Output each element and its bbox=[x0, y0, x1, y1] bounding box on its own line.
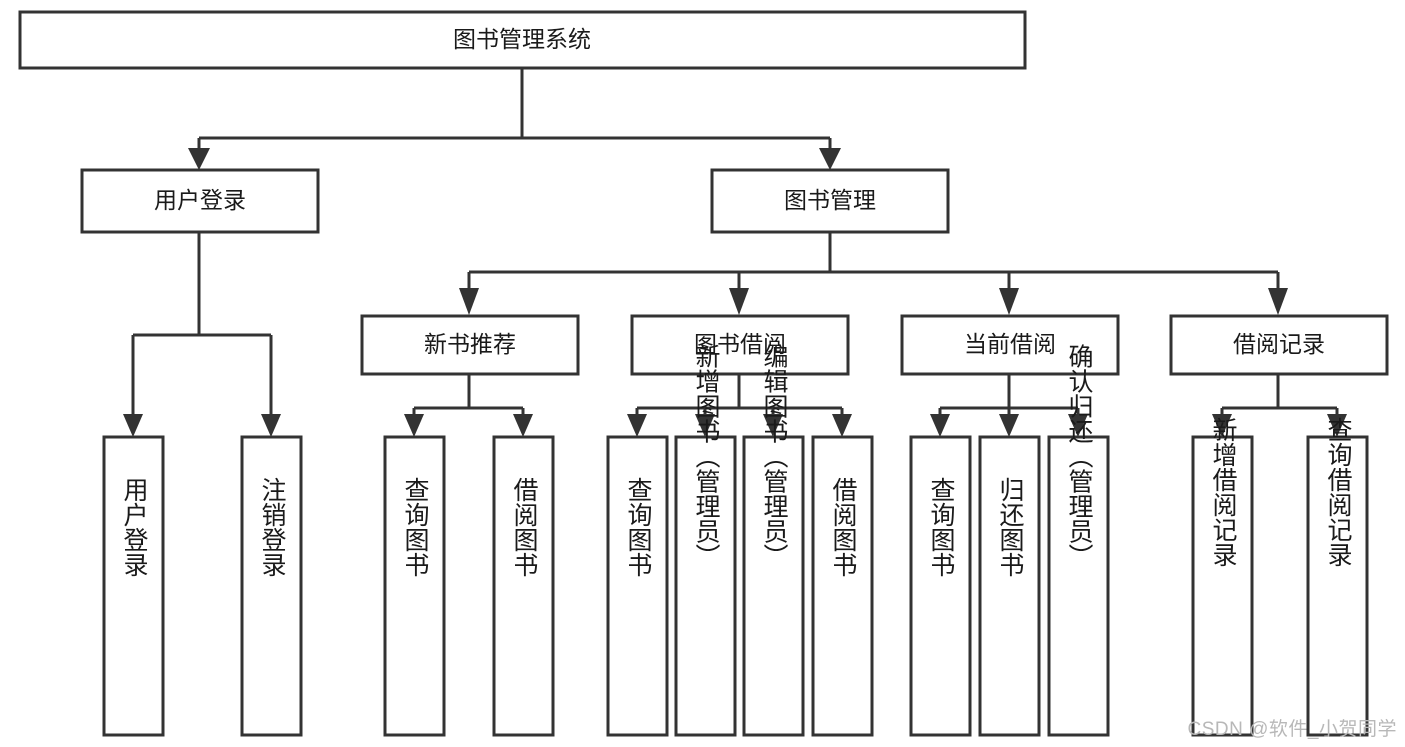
node-book-manage-label: 图书管理 bbox=[784, 187, 876, 213]
arrow-to-leaf-query-book-3 bbox=[930, 414, 950, 437]
node-new-book-rec[interactable]: 新书推荐 bbox=[360, 314, 580, 376]
arrow-to-book-borrow bbox=[729, 288, 749, 315]
node-book-borrow-label: 图书借阅 bbox=[694, 331, 786, 357]
node-book-manage-box[interactable] bbox=[710, 168, 950, 234]
node-leaf-query-book-1-label: 查询图书 bbox=[401, 477, 430, 577]
node-leaf-query-record[interactable]: 查询借阅记录 bbox=[1306, 417, 1369, 737]
arrow-to-leaf-add-book bbox=[695, 414, 715, 437]
node-leaf-query-record-label: 查询借阅记录 bbox=[1324, 417, 1353, 567]
node-book-manage[interactable]: 图书管理 bbox=[710, 168, 950, 234]
arrow-to-leaf-user-login bbox=[123, 414, 143, 437]
node-leaf-add-record-box[interactable] bbox=[1191, 435, 1254, 737]
node-current-borrow-label: 当前借阅 bbox=[964, 331, 1056, 357]
node-leaf-query-book-3[interactable]: 查询图书 bbox=[909, 435, 972, 737]
node-new-book-rec-box[interactable] bbox=[360, 314, 580, 376]
node-current-borrow[interactable]: 当前借阅 bbox=[900, 314, 1120, 376]
node-leaf-return-book[interactable]: 归还图书 bbox=[978, 435, 1041, 737]
node-leaf-query-book-2-label: 查询图书 bbox=[624, 477, 653, 577]
arrow-to-borrow-record bbox=[1268, 288, 1288, 315]
node-leaf-query-book-3-label: 查询图书 bbox=[927, 477, 956, 577]
node-new-book-rec-label: 新书推荐 bbox=[424, 331, 516, 357]
arrow-to-leaf-query-record bbox=[1327, 414, 1347, 437]
node-borrow-record-box[interactable] bbox=[1169, 314, 1389, 376]
node-leaf-borrow-book-2-label: 借阅图书 bbox=[829, 477, 858, 577]
node-leaf-add-book-box[interactable] bbox=[674, 435, 737, 737]
edges-layer bbox=[123, 68, 1347, 437]
node-root[interactable]: 图书管理系统 bbox=[18, 10, 1027, 70]
arrow-to-leaf-logout-login bbox=[261, 414, 281, 437]
node-leaf-return-book-label: 归还图书 bbox=[996, 477, 1025, 577]
node-leaf-query-record-box[interactable] bbox=[1306, 435, 1369, 737]
arrow-to-book-manage bbox=[819, 148, 841, 170]
node-leaf-logout-login-label: 注销登录 bbox=[258, 477, 287, 577]
node-root-label: 图书管理系统 bbox=[453, 26, 591, 52]
arrow-to-leaf-query-book-1 bbox=[404, 414, 424, 437]
node-borrow-record-label: 借阅记录 bbox=[1233, 331, 1325, 357]
arrow-to-current-borrow bbox=[999, 288, 1019, 315]
node-leaf-query-book-2-box[interactable] bbox=[606, 435, 669, 737]
node-root-box[interactable] bbox=[18, 10, 1027, 70]
arrow-to-leaf-query-book-2 bbox=[627, 414, 647, 437]
node-borrow-record[interactable]: 借阅记录 bbox=[1169, 314, 1389, 376]
node-leaf-query-book-1-box[interactable] bbox=[383, 435, 446, 737]
node-book-borrow[interactable]: 图书借阅 bbox=[630, 314, 850, 376]
node-user-login-box[interactable] bbox=[80, 168, 320, 234]
node-leaf-borrow-book-1-label: 借阅图书 bbox=[510, 477, 539, 577]
node-leaf-user-login-box[interactable] bbox=[102, 435, 165, 737]
node-leaf-borrow-book-2-box[interactable] bbox=[811, 435, 874, 737]
node-leaf-add-book[interactable]: 新增图书（管理员） bbox=[674, 344, 737, 737]
node-leaf-borrow-book-2[interactable]: 借阅图书 bbox=[811, 435, 874, 737]
node-leaf-query-book-2[interactable]: 查询图书 bbox=[606, 435, 669, 737]
node-leaf-borrow-book-1[interactable]: 借阅图书 bbox=[492, 435, 555, 737]
arrow-to-leaf-confirm-return bbox=[1068, 414, 1088, 437]
node-leaf-edit-book[interactable]: 编辑图书（管理员） bbox=[742, 344, 805, 737]
node-leaf-user-login-label: 用户登录 bbox=[120, 477, 149, 577]
node-book-borrow-box[interactable] bbox=[630, 314, 850, 376]
node-leaf-logout-login-box[interactable] bbox=[240, 435, 303, 737]
node-leaf-edit-book-label: 编辑图书（管理员） bbox=[760, 344, 789, 569]
node-leaf-add-record[interactable]: 新增借阅记录 bbox=[1191, 417, 1254, 737]
node-leaf-edit-book-box[interactable] bbox=[742, 435, 805, 737]
node-leaf-add-book-label: 新增图书（管理员） bbox=[692, 344, 721, 569]
node-leaf-query-book-1[interactable]: 查询图书 bbox=[383, 435, 446, 737]
node-current-borrow-box[interactable] bbox=[900, 314, 1120, 376]
arrow-to-leaf-borrow-book-1 bbox=[513, 414, 533, 437]
arrow-to-new-book-rec bbox=[459, 288, 479, 315]
arrow-to-leaf-edit-book bbox=[763, 414, 783, 437]
node-leaf-add-record-label: 新增借阅记录 bbox=[1209, 417, 1238, 567]
node-leaf-query-book-3-box[interactable] bbox=[909, 435, 972, 737]
node-leaf-confirm-return-box[interactable] bbox=[1047, 435, 1110, 737]
node-leaf-user-login[interactable]: 用户登录 bbox=[102, 435, 165, 737]
node-leaf-logout-login[interactable]: 注销登录 bbox=[240, 435, 303, 737]
arrow-to-leaf-return-book bbox=[999, 414, 1019, 437]
node-leaf-confirm-return-label: 确认归还（管理员） bbox=[1065, 344, 1094, 569]
node-user-login-label: 用户登录 bbox=[154, 187, 246, 213]
node-leaf-confirm-return[interactable]: 确认归还（管理员） bbox=[1047, 344, 1110, 737]
arrow-to-leaf-borrow-book-2 bbox=[832, 414, 852, 437]
arrow-to-leaf-add-record bbox=[1212, 414, 1232, 437]
node-user-login[interactable]: 用户登录 bbox=[80, 168, 320, 234]
node-leaf-return-book-box[interactable] bbox=[978, 435, 1041, 737]
node-leaf-borrow-book-1-box[interactable] bbox=[492, 435, 555, 737]
arrow-to-user-login bbox=[188, 148, 210, 170]
